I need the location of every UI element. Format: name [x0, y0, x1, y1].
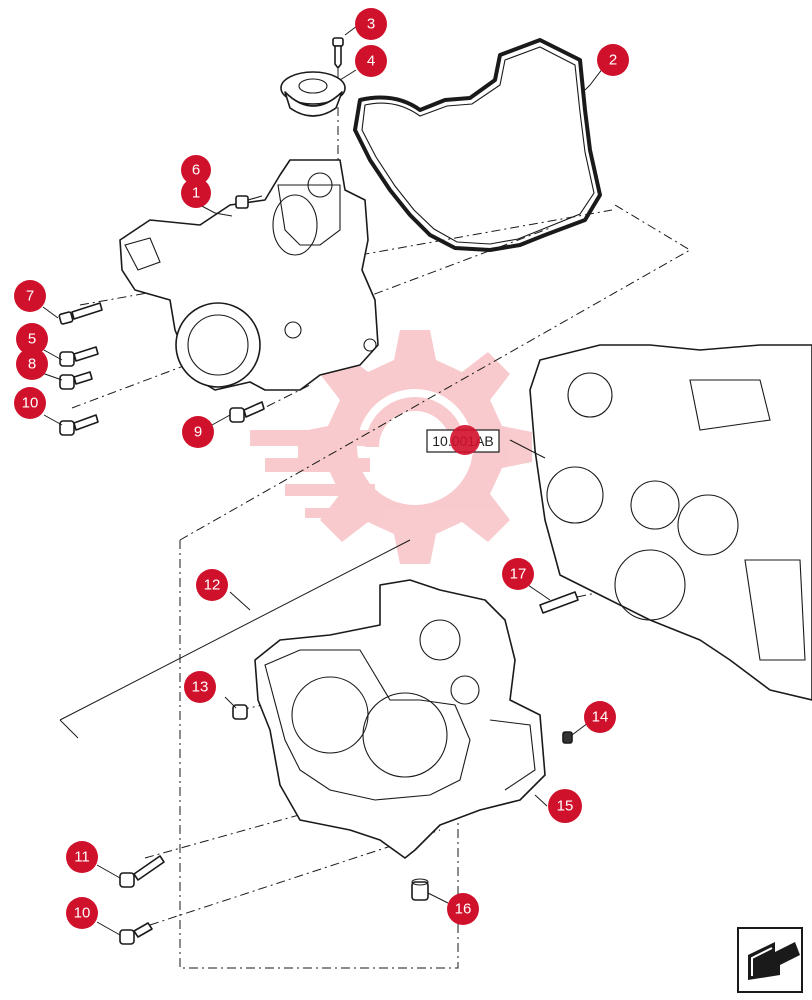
- callout-17[interactable]: 17: [502, 558, 534, 590]
- callout-6[interactable]: 1: [181, 178, 211, 208]
- gasket-part: [353, 38, 602, 252]
- screw-part: [332, 37, 344, 69]
- callout-15[interactable]: 15: [548, 789, 582, 823]
- callout-5[interactable]: 5: [16, 323, 48, 355]
- callout-3[interactable]: 3: [355, 8, 387, 40]
- callout-16[interactable]: 16: [447, 893, 479, 925]
- callout-14[interactable]: 14: [584, 701, 616, 733]
- callout-label: 3: [367, 16, 375, 33]
- callout-label: 17: [510, 566, 527, 583]
- callout-label: 15: [557, 798, 574, 815]
- callout-label: 11: [74, 849, 90, 866]
- stud-part: [539, 591, 579, 614]
- callout-12[interactable]: 12: [196, 569, 228, 601]
- bolt-11-part: [119, 855, 165, 888]
- callout-label: 13: [192, 679, 209, 696]
- callout-9[interactable]: 9: [182, 416, 214, 448]
- callout-label: 1: [192, 185, 200, 202]
- callout-1[interactable]: 6: [181, 155, 211, 185]
- callout-label: 10: [22, 395, 39, 412]
- callout-8[interactable]: 8: [16, 348, 48, 380]
- callout-label: 6: [192, 162, 200, 179]
- callout-label: 2: [609, 52, 617, 69]
- bolt-10-upper-part: [59, 414, 99, 436]
- cap-part: [280, 71, 346, 117]
- callout-4[interactable]: 4: [355, 45, 387, 77]
- engine-block-part: [529, 344, 812, 701]
- small-plug-part: [562, 731, 573, 744]
- callout-label: 10: [74, 905, 91, 922]
- callout-7[interactable]: 7: [14, 280, 46, 312]
- leader-lines: [41, 25, 604, 936]
- bolt-9-part: [229, 401, 265, 423]
- callout-ref-circle[interactable]: [450, 425, 480, 455]
- callout-label: 12: [204, 577, 221, 594]
- bolt-8-part: [59, 371, 93, 390]
- lower-housing-part: [254, 579, 546, 859]
- callout-2[interactable]: 2: [597, 44, 629, 76]
- upper-cover-part: [119, 159, 379, 391]
- plug-part: [232, 704, 248, 720]
- callout-11[interactable]: 11: [66, 841, 98, 873]
- callout-label: 9: [194, 424, 202, 441]
- bolt-7-part: [58, 302, 103, 325]
- bolt-part: [235, 195, 263, 209]
- return-arrow-icon[interactable]: [737, 927, 803, 993]
- callout-label: 7: [26, 288, 34, 305]
- gear-logo-watermark: [250, 330, 532, 564]
- callout-label: 5: [28, 331, 36, 348]
- bolt-5-part: [59, 346, 99, 367]
- callout-label: 8: [28, 356, 36, 373]
- callout-label: 14: [592, 709, 609, 726]
- fitting-part: [411, 878, 429, 901]
- callout-10-lower[interactable]: 10: [66, 897, 98, 929]
- callout-10-upper[interactable]: 10: [14, 387, 46, 419]
- callout-label: 16: [455, 901, 472, 918]
- bolt-10-lower-part: [119, 922, 153, 945]
- callout-13[interactable]: 13: [184, 671, 216, 703]
- callout-label: 4: [367, 53, 375, 70]
